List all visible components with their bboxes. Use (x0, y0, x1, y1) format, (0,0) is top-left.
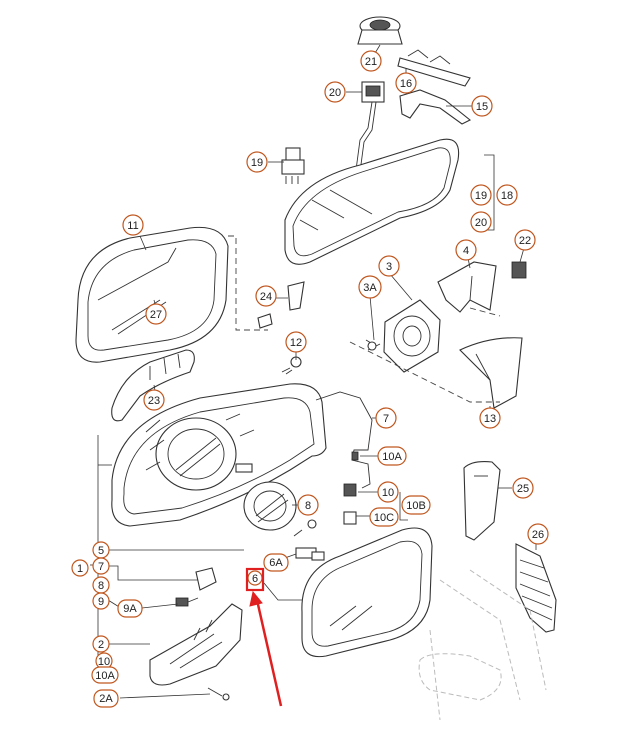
callout-4-label: 4 (463, 245, 469, 257)
callout-10-left[interactable]: 10 (95, 652, 113, 670)
callout-2a-label: 2A (99, 693, 113, 705)
callout-15[interactable]: 15 (471, 95, 493, 117)
callout-24-label: 24 (260, 291, 272, 303)
adjusting-disk (243, 481, 317, 537)
callout-2-label: 2 (98, 639, 104, 651)
lower-trim-panel (459, 337, 523, 409)
callout-6a[interactable]: 6A (263, 553, 289, 572)
callout-13-label: 13 (484, 413, 496, 425)
callout-9-label: 9 (98, 596, 104, 608)
callout-27[interactable]: 27 (145, 303, 167, 325)
callout-12[interactable]: 12 (285, 331, 307, 353)
callout-23[interactable]: 23 (143, 389, 165, 411)
callout-10b[interactable]: 10B (401, 495, 431, 515)
callout-11[interactable]: 11 (122, 214, 144, 236)
callout-1[interactable]: 1 (71, 559, 89, 577)
small-clip-part (257, 281, 305, 329)
callout-16[interactable]: 16 (395, 72, 417, 94)
callout-24[interactable]: 24 (255, 285, 277, 307)
mirror-housing-base (111, 383, 327, 527)
callout-5-label: 5 (98, 545, 104, 557)
housing-bracket (437, 261, 527, 313)
callout-7-right[interactable]: 7 (375, 407, 397, 429)
callout-9a[interactable]: 9A (117, 599, 143, 618)
callout-2a[interactable]: 2A (93, 689, 119, 708)
cable-clip (281, 147, 305, 184)
mounting-bolt (281, 356, 302, 375)
callout-3[interactable]: 3 (378, 255, 400, 277)
callout-3a-label: 3A (363, 282, 377, 294)
callout-6-label: 6 (252, 573, 258, 585)
callout-21[interactable]: 21 (360, 50, 382, 72)
mirror-cap (75, 226, 229, 363)
callout-7-left[interactable]: 7 (92, 557, 110, 575)
callout-6[interactable]: 6 (247, 570, 263, 586)
callout-2[interactable]: 2 (92, 635, 110, 653)
callout-18[interactable]: 18 (496, 184, 518, 206)
callout-13[interactable]: 13 (479, 407, 501, 429)
callout-10c-label: 10C (374, 512, 394, 524)
callout-22-label: 22 (519, 235, 531, 247)
callout-10c[interactable]: 10C (369, 507, 399, 527)
callout-27-label: 27 (150, 309, 162, 321)
side-trim-piece (463, 461, 501, 541)
callout-18-label: 18 (501, 190, 513, 202)
callout-10-right[interactable]: 10 (377, 481, 399, 503)
callout-8-right[interactable]: 8 (297, 494, 319, 516)
callout-20-top[interactable]: 20 (324, 81, 346, 103)
cover-strip (111, 349, 195, 422)
callout-9a-label: 9A (123, 603, 137, 615)
callout-6a-label: 6A (269, 557, 283, 569)
rain-sensor-assembly (351, 16, 472, 177)
callout-22[interactable]: 22 (514, 229, 536, 251)
callout-19-right-label: 19 (475, 190, 487, 202)
callout-15-label: 15 (476, 101, 488, 113)
callout-5[interactable]: 5 (92, 541, 110, 559)
callout-9[interactable]: 9 (92, 592, 110, 610)
callout-11-label: 11 (127, 220, 138, 232)
switch-part (175, 567, 217, 607)
callout-10-right-label: 10 (382, 487, 394, 499)
callout-21-label: 21 (365, 56, 377, 68)
adjust-motor (365, 299, 441, 373)
mirror-glass (301, 527, 433, 658)
vent-grille (515, 543, 557, 633)
door-ghost-outline (418, 569, 547, 721)
interior-mirror (284, 138, 460, 265)
glass-connector (295, 547, 325, 561)
callout-19-left[interactable]: 19 (246, 151, 268, 173)
lower-housing (149, 603, 243, 701)
callout-12-label: 12 (290, 337, 302, 349)
callout-23-label: 23 (148, 395, 160, 407)
callout-25-label: 25 (517, 483, 529, 495)
callout-8-left-label: 8 (98, 580, 104, 592)
callout-26-label: 26 (532, 529, 544, 541)
callout-8-left[interactable]: 8 (92, 576, 110, 594)
callout-10a-left[interactable]: 10A (91, 666, 119, 684)
callout-20-top-label: 20 (329, 87, 341, 99)
callout-25[interactable]: 25 (512, 477, 534, 499)
callout-3-label: 3 (386, 261, 392, 273)
callout-10a-left-label: 10A (95, 670, 115, 682)
callout-10-left-label: 10 (98, 656, 110, 668)
callout-3a[interactable]: 3A (358, 275, 382, 299)
callout-20-right-label: 20 (475, 217, 487, 229)
wiring-harness (315, 391, 373, 525)
callout-10a-right[interactable]: 10A (377, 446, 407, 466)
callout-7-left-label: 7 (98, 561, 104, 573)
callout-26[interactable]: 26 (527, 523, 549, 545)
highlight-marker (245, 567, 283, 707)
callout-1-label: 1 (77, 563, 83, 575)
callout-10b-label: 10B (406, 500, 426, 512)
callout-8-right-label: 8 (305, 500, 311, 512)
callout-19-right[interactable]: 19 (470, 184, 492, 206)
callout-20-right[interactable]: 20 (470, 211, 492, 233)
callout-7-right-label: 7 (383, 413, 389, 425)
callout-10a-right-label: 10A (382, 451, 402, 463)
callout-16-label: 16 (400, 78, 412, 90)
callout-19-left-label: 19 (251, 157, 263, 169)
callout-4[interactable]: 4 (455, 239, 477, 261)
